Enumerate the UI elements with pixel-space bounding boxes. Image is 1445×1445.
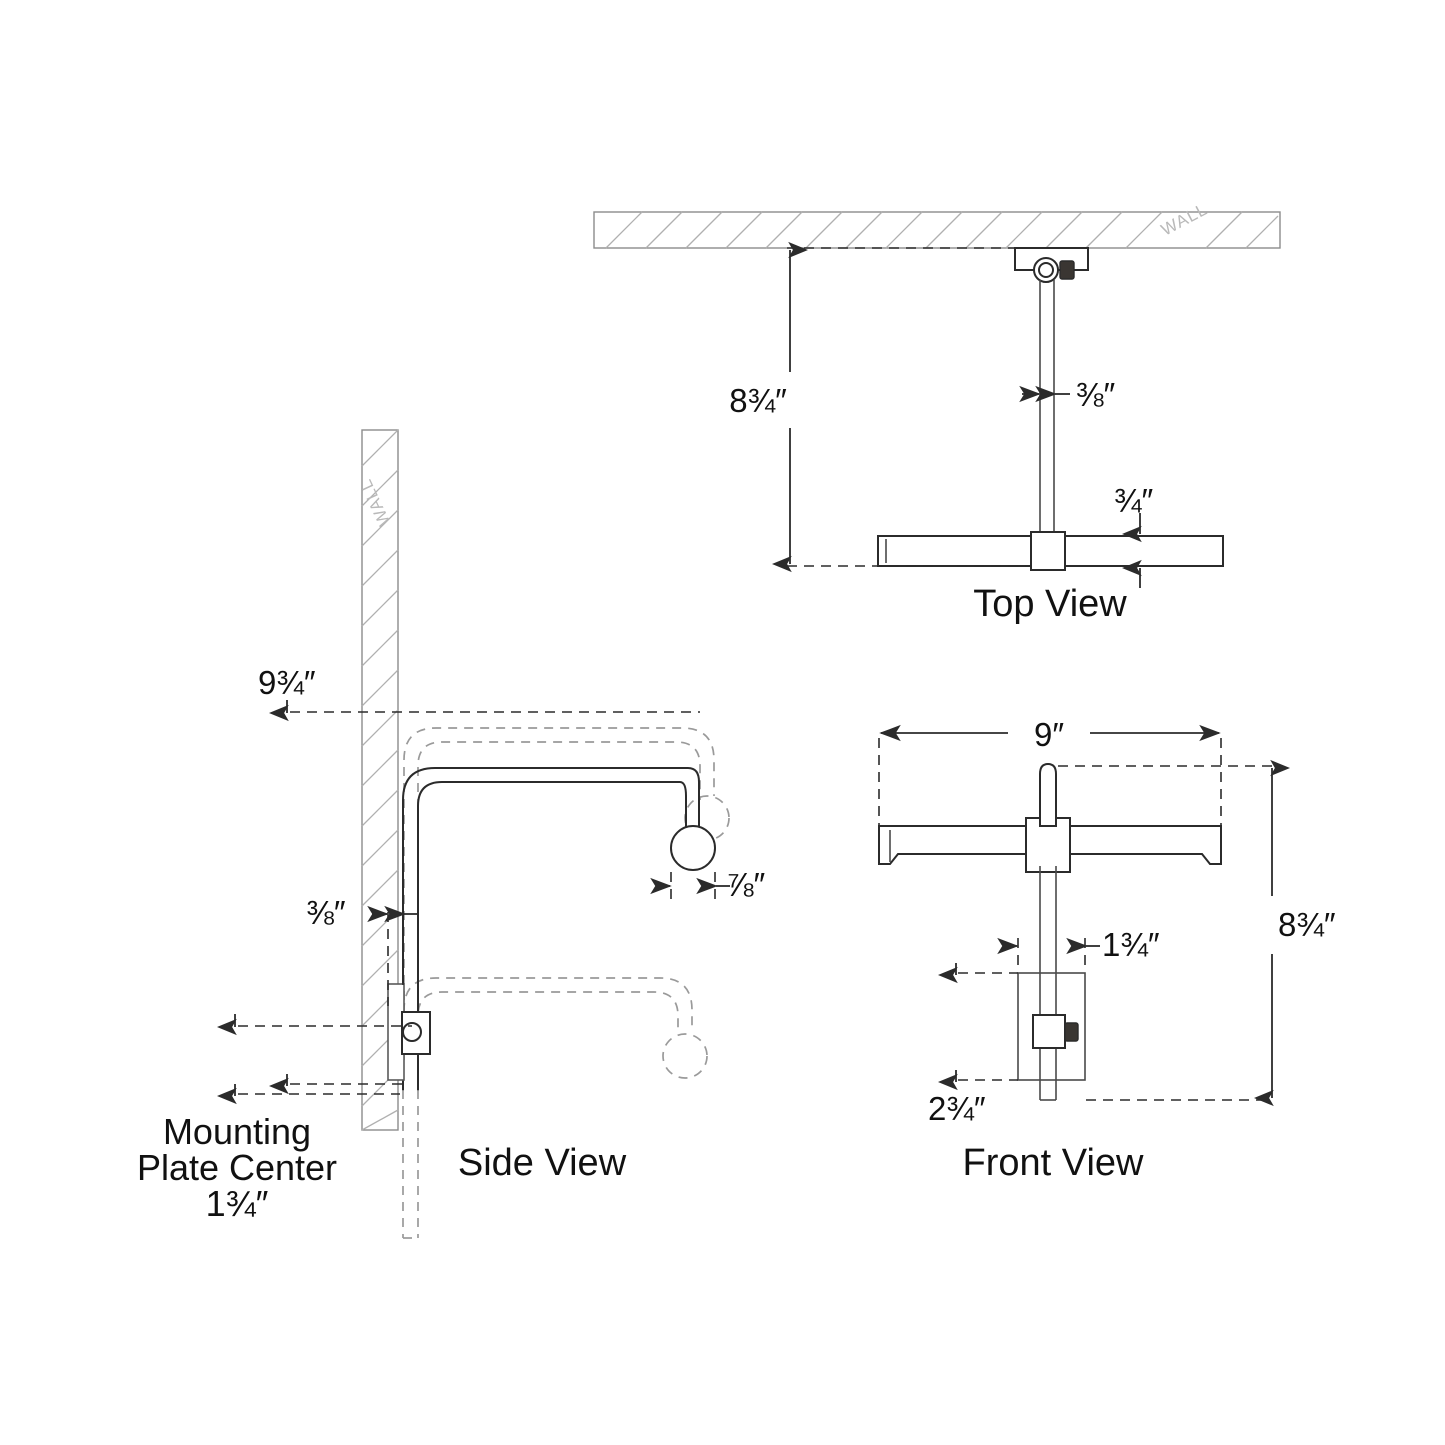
front-view-dim-width: 9″	[878, 716, 1222, 828]
front-view-dim-plate-width-text: 1¾″	[1102, 926, 1160, 963]
side-view-backplate	[401, 1011, 431, 1055]
front-view-dim-width-text: 9″	[1034, 716, 1064, 753]
top-view-dim-projection-text: 8¾″	[729, 382, 787, 419]
side-view-socket	[670, 825, 716, 871]
side-view-dim-height: 9¾″	[258, 664, 700, 722]
front-view-center-block	[1025, 817, 1071, 873]
top-view-dim-stem-text: ⅜″	[1076, 376, 1116, 413]
side-view-arm	[402, 767, 700, 1091]
side-view-dim-height-text: 9¾″	[258, 664, 316, 701]
side-view-lower-stem	[402, 1090, 419, 1239]
front-view-dim-plate-height-text: 2¾″	[928, 1090, 986, 1127]
top-view-stem	[1039, 280, 1055, 536]
top-view-center-block	[1030, 531, 1066, 571]
front-view-dim-plate-height: 2¾″	[928, 963, 1018, 1127]
mounting-note-line-3: 1¾″	[206, 1183, 269, 1224]
top-view-wall: WALL	[593, 199, 1281, 249]
front-view-dim-plate-width: 1¾″	[997, 926, 1160, 972]
mounting-note-line-1: Mounting	[163, 1111, 311, 1152]
front-view-dim-height: 8¾″	[1058, 759, 1336, 1107]
top-view-dim-depth-text: ¾″	[1114, 482, 1154, 519]
top-view-group: WALL	[593, 199, 1281, 625]
front-view-upper-tube	[1039, 762, 1057, 827]
top-view-label: Top View	[973, 583, 1127, 625]
front-view-label: Front View	[963, 1142, 1144, 1184]
side-view-dim-thickness-text: ⅜″	[306, 894, 346, 931]
side-view-pivot-hole	[402, 1022, 422, 1042]
side-view-mounting-plate-leaders	[217, 1014, 412, 1105]
side-view-group: WALL	[137, 429, 766, 1239]
front-view-group: 9″ 8¾″ 1¾″	[878, 716, 1336, 1184]
side-view-ghost-arm-down	[403, 977, 708, 1079]
front-view-swivel-joint	[1032, 1014, 1079, 1049]
top-view-dim-stem: ⅜″	[1019, 376, 1116, 413]
top-view-dim-depth: ¾″	[1114, 482, 1154, 588]
side-view-dim-socket-text: ⅞″	[726, 866, 766, 903]
side-view-dim-thickness: ⅜″	[306, 894, 418, 1006]
top-view-swivel-joint	[1033, 257, 1075, 283]
side-view-mounting-note: Mounting Plate Center 1¾″	[137, 1111, 337, 1224]
side-view-label: Side View	[458, 1142, 627, 1184]
side-view-wall: WALL	[356, 429, 399, 1131]
top-view-dim-projection: 8¾″	[729, 241, 1031, 573]
side-view-dim-socket: ⅞″	[650, 866, 766, 904]
front-view-backplate	[1017, 972, 1086, 1081]
front-view-stem	[1039, 866, 1057, 1101]
front-view-dim-height-text: 8¾″	[1278, 906, 1336, 943]
mounting-note-line-2: Plate Center	[137, 1147, 337, 1188]
